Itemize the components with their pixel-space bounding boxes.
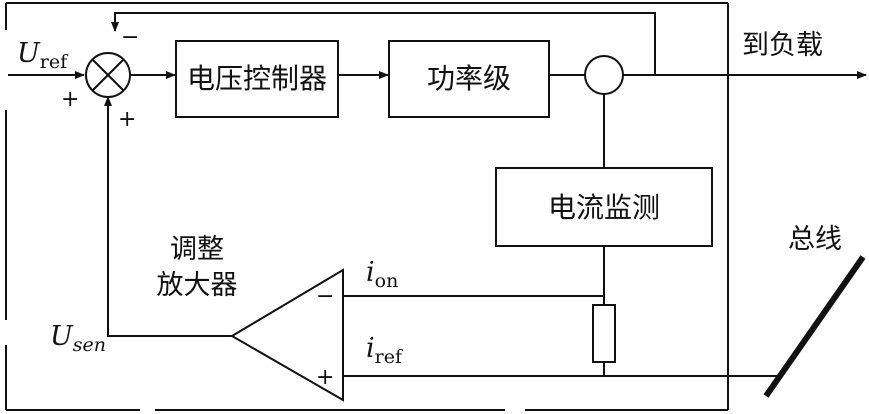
bus-label: 总线 [788, 224, 842, 255]
i-ref-label: iref [366, 333, 404, 368]
sum-plus-bottom-sign: + [118, 107, 136, 132]
bus-line [763, 255, 866, 398]
module-boundary [5, 2, 729, 411]
voltage-controller-block [175, 40, 339, 118]
current-sensor [584, 55, 624, 95]
sense-resistor [592, 304, 616, 363]
power-stage-label: 功率级 [427, 62, 511, 95]
amp-minus-sign: − [316, 284, 334, 309]
adjust-amp-label-line2: 放大器 [157, 270, 238, 301]
adjust-amplifier [230, 268, 344, 402]
adjust-amp-label-line1: 调整 [170, 234, 224, 265]
u-sen-label: Usen [50, 321, 106, 356]
current-monitor-block [495, 167, 713, 247]
current-monitor-label: 电流监测 [548, 191, 660, 224]
amp-plus-sign: + [316, 365, 334, 390]
sum-minus-sign: − [121, 25, 139, 50]
voltage-controller-label: 电压控制器 [187, 62, 327, 95]
to-load-label: 到负载 [742, 30, 823, 61]
summing-junction [85, 52, 131, 98]
i-on-label: ion [366, 257, 398, 292]
u-ref-label: Uref [17, 38, 69, 73]
signal-wires [8, 12, 867, 377]
sum-plus-left-sign: + [61, 87, 79, 112]
power-stage-block [388, 40, 550, 118]
voltage-feedback-wire [111, 12, 656, 75]
usen-feedback-wire [104, 96, 232, 337]
